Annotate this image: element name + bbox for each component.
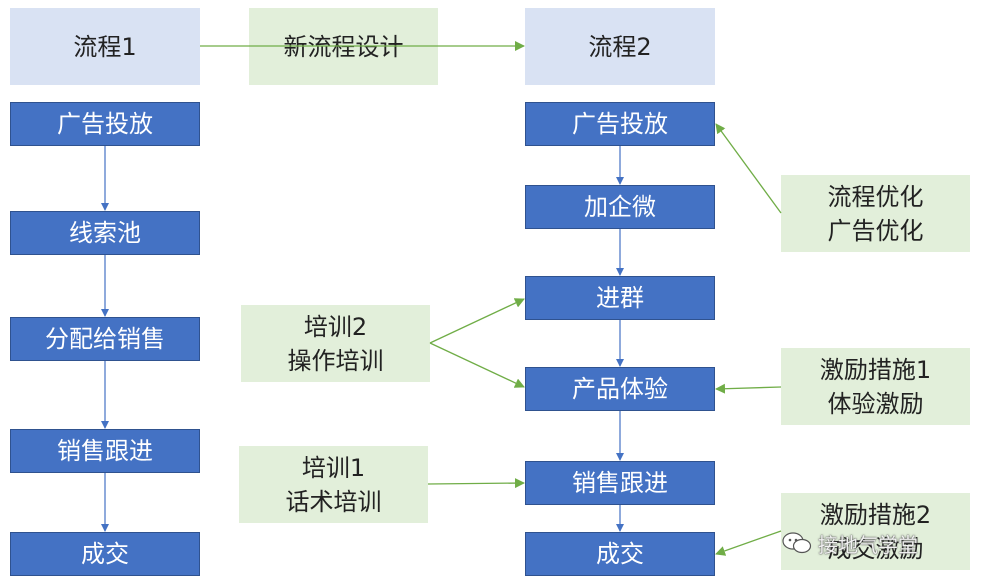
flow2-step-product-trial: 产品体验 [525, 367, 715, 411]
watermark-text: 接地气学堂 [818, 532, 918, 557]
flow2-header: 流程2 [525, 8, 715, 85]
flow2-step-ad-placement: 广告投放 [525, 102, 715, 146]
flow1-step-assign-sales: 分配给销售 [10, 317, 200, 361]
flow2-step-join-group: 进群 [525, 276, 715, 320]
note-incentive-2: 激励措施2 成交激励 [781, 493, 970, 570]
incentive1-arrow [715, 383, 782, 394]
training1-arrow [427, 478, 525, 489]
flow1-header: 流程1 [10, 8, 200, 85]
training2-arrow-product-trial [429, 342, 525, 388]
flow1-step-deal: 成交 [10, 532, 200, 576]
flow2-step-add-wecom: 加企微 [525, 185, 715, 229]
incentive2-arrow [715, 530, 782, 556]
note-flow-ad-optimization: 流程优化 广告优化 [781, 175, 970, 252]
note-training-1: 培训1 话术培训 [239, 446, 428, 523]
new-flow-design-label: 新流程设计 [249, 8, 438, 85]
optimize-arrow [715, 123, 782, 214]
flow1-step-lead-pool: 线索池 [10, 211, 200, 255]
wechat-icon [782, 532, 812, 554]
flow2-step-deal: 成交 [525, 532, 715, 576]
flow1-step-ad-placement: 广告投放 [10, 102, 200, 146]
flow2-step-sales-followup: 销售跟进 [525, 461, 715, 505]
note-incentive-1: 激励措施1 体验激励 [781, 348, 970, 425]
flow1-step-sales-followup: 销售跟进 [10, 429, 200, 473]
watermark: 接地气学堂 [782, 526, 972, 560]
training2-arrow-join-group [429, 298, 525, 344]
note-training-2: 培训2 操作培训 [241, 305, 430, 382]
